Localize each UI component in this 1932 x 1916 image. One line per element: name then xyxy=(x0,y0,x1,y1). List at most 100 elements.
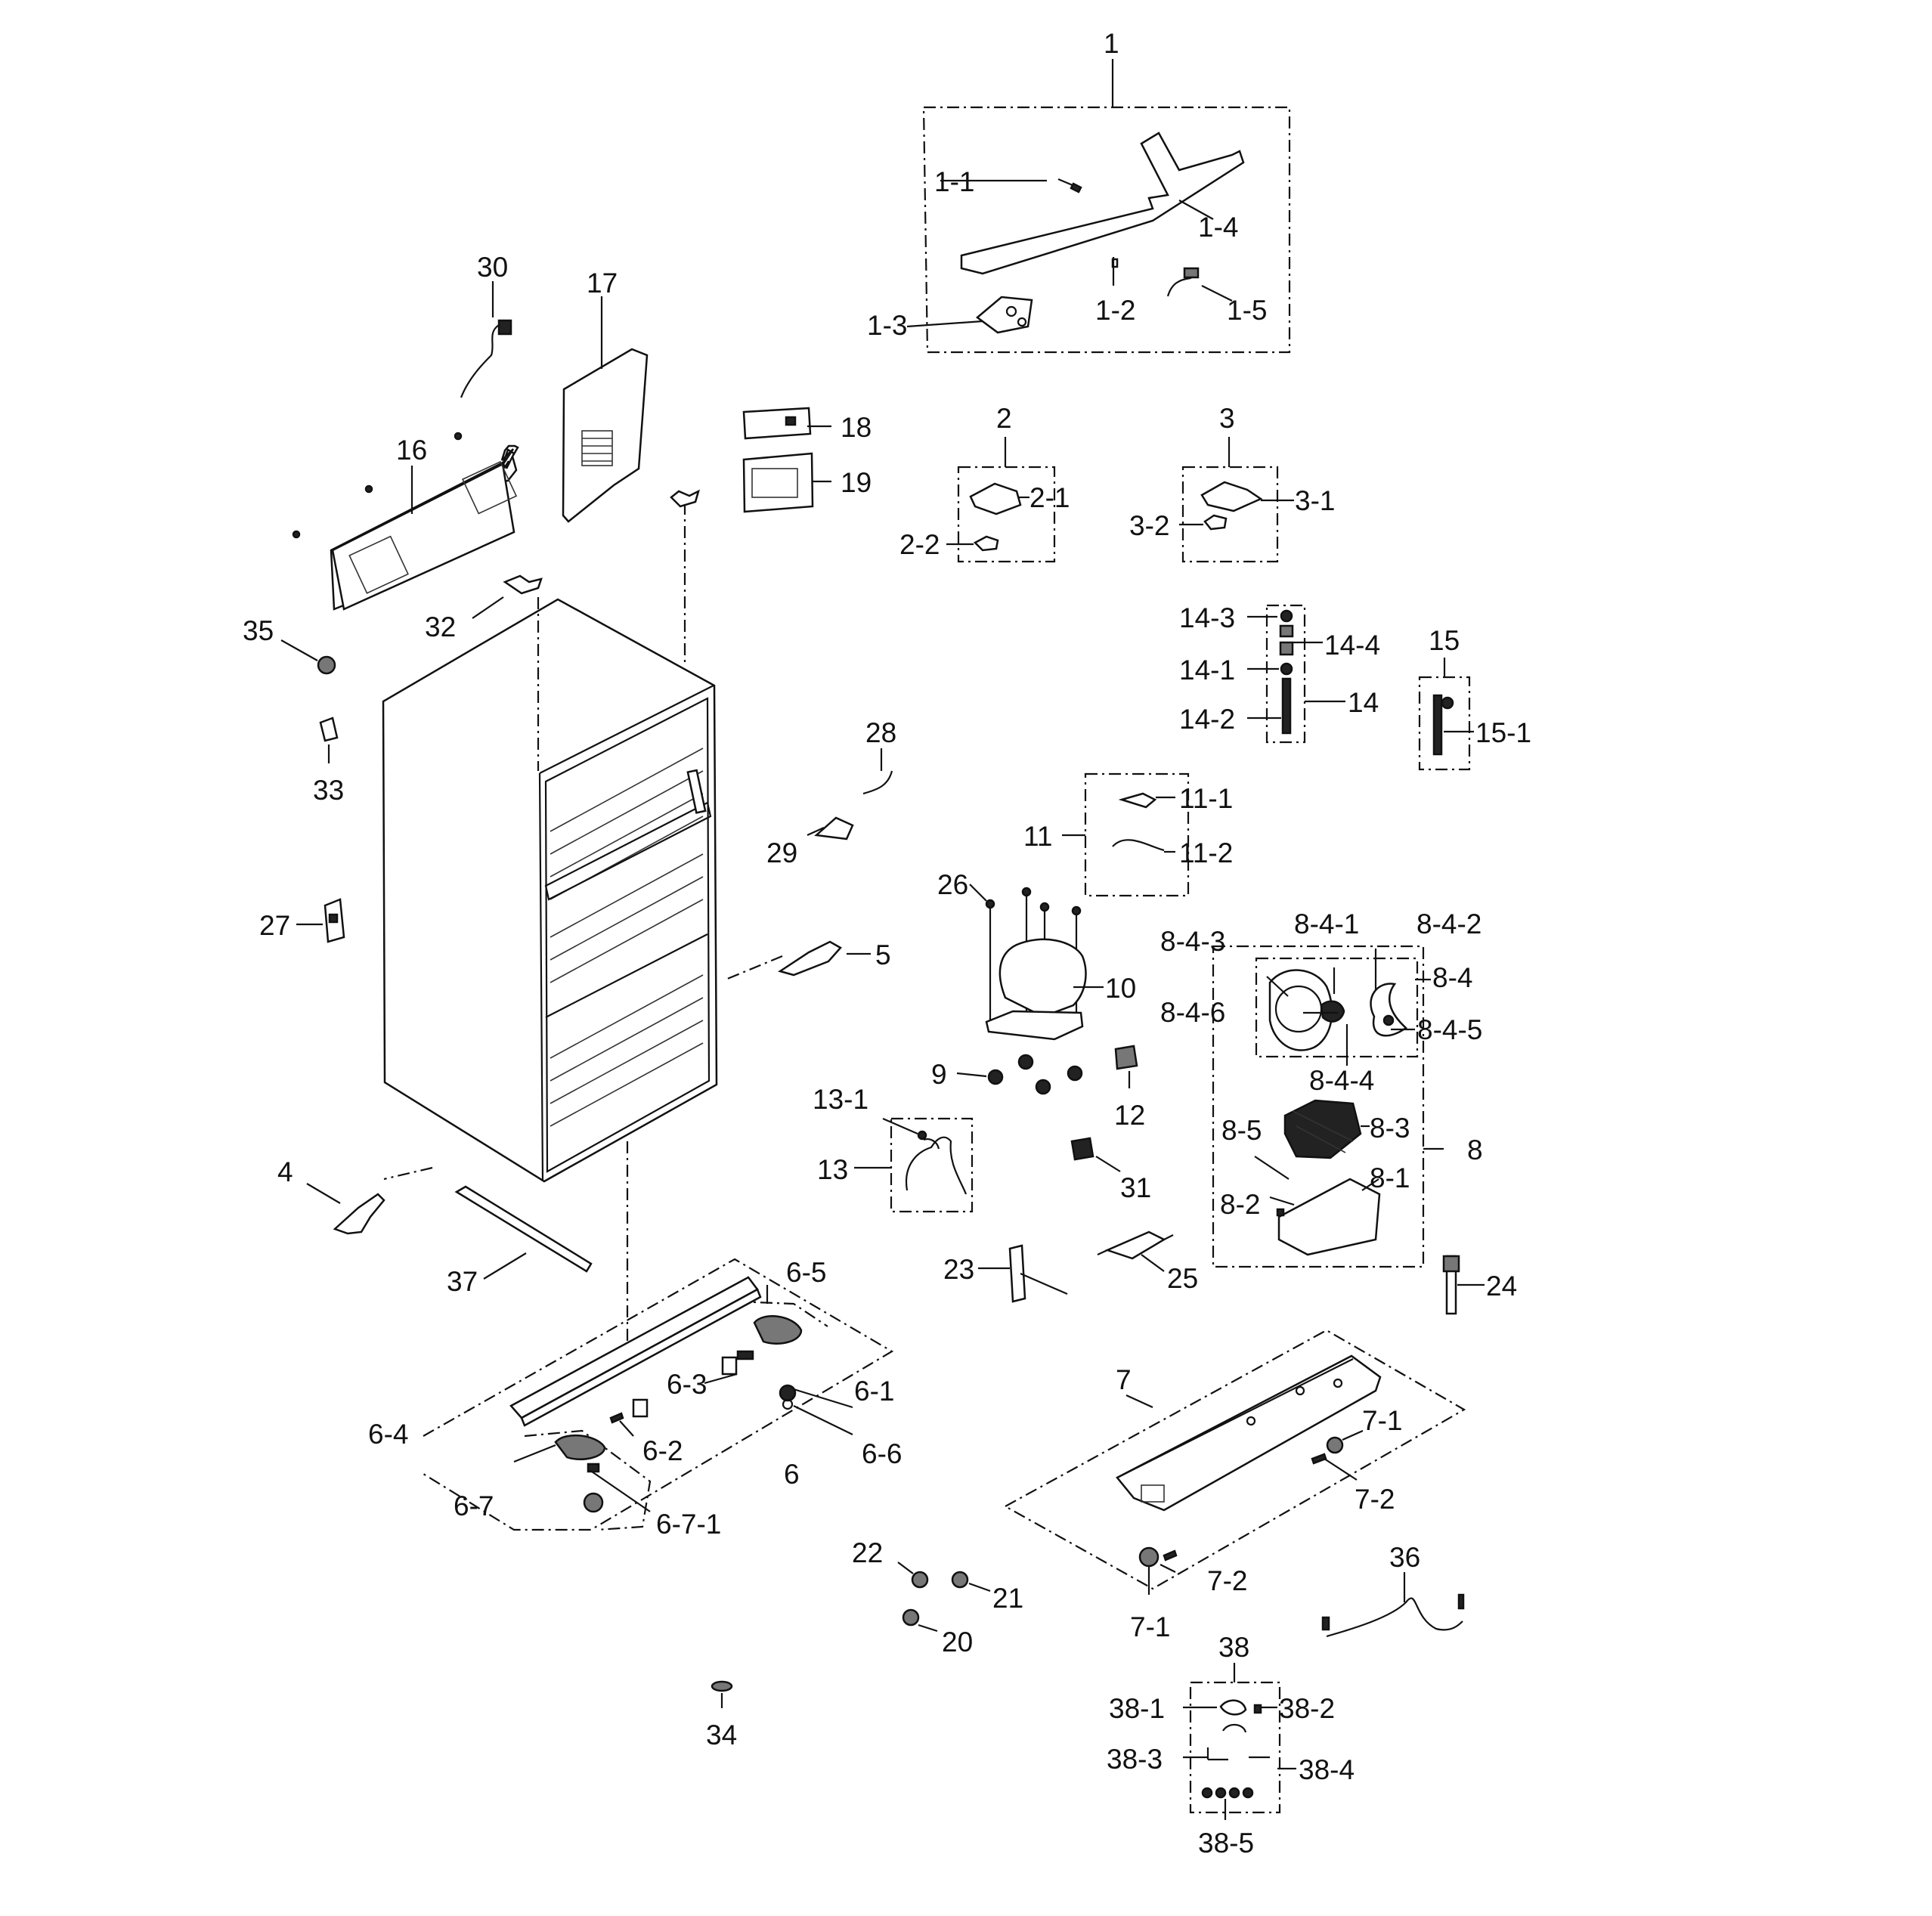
label-3: 3 xyxy=(1219,403,1235,434)
cover-strip-part-37 xyxy=(454,1185,593,1273)
filter-part-23 xyxy=(1008,1244,1026,1303)
label-8-4-2: 8-4-2 xyxy=(1416,908,1482,939)
hinge-part-32 xyxy=(503,574,543,595)
cap-part-35 xyxy=(317,655,336,675)
harness-part xyxy=(1112,839,1165,852)
pcb-part-18 xyxy=(742,407,812,440)
cap-part-22 xyxy=(911,1571,929,1589)
label-14-4: 14-4 xyxy=(1324,630,1380,661)
label-8-1: 8-1 xyxy=(1370,1162,1410,1193)
label-38-4: 38-4 xyxy=(1299,1754,1355,1785)
thermostat-part xyxy=(1118,792,1157,809)
hinge-part-4 xyxy=(333,1193,385,1235)
heater-part-25 xyxy=(1104,1230,1166,1260)
label-8-4-1: 8-4-1 xyxy=(1294,908,1359,939)
label-10: 10 xyxy=(1105,973,1136,1004)
bracket-part-29 xyxy=(814,816,854,840)
label-1: 1 xyxy=(1104,28,1119,59)
label-11: 11 xyxy=(1023,821,1052,852)
label-11-2: 11-2 xyxy=(1179,837,1233,868)
hinge-stopper-part xyxy=(973,535,999,552)
roller-part-6-5 xyxy=(753,1315,803,1345)
clip-part-33 xyxy=(319,717,339,742)
label-6-3: 6-3 xyxy=(667,1369,707,1400)
label-33: 33 xyxy=(313,775,344,806)
group-14: 14-3 14-4 14-1 14 14-2 xyxy=(1179,602,1380,744)
label-38-3: 38-3 xyxy=(1107,1744,1163,1775)
roller-part-6-7 xyxy=(554,1434,606,1460)
hinge-cap-part xyxy=(969,482,1022,515)
label-14: 14 xyxy=(1348,687,1379,718)
label-8-5: 8-5 xyxy=(1221,1115,1262,1146)
base-plate-part xyxy=(1116,1354,1382,1512)
label-6-7: 6-7 xyxy=(454,1490,494,1521)
pcb-part-19 xyxy=(742,452,814,513)
label-38-5: 38-5 xyxy=(1198,1828,1254,1859)
cap-part-21 xyxy=(951,1571,969,1589)
clip-part-38-1 xyxy=(1219,1699,1247,1716)
label-15: 15 xyxy=(1429,625,1460,656)
compressor-assembly: 26 10 9 12 xyxy=(931,869,1145,1131)
label-31: 31 xyxy=(1120,1172,1151,1203)
group-7: 7 7-1 7-2 7-2 7-1 xyxy=(1003,1329,1466,1642)
label-8-4-6: 8-4-6 xyxy=(1160,997,1225,1028)
group-2: 2 2-1 2-2 xyxy=(899,403,1070,563)
label-8-4: 8-4 xyxy=(1432,962,1472,993)
group-38: 38 38-1 38-2 38-3 38-4 38-5 xyxy=(1107,1632,1355,1859)
label-8-3: 8-3 xyxy=(1370,1113,1410,1144)
label-29: 29 xyxy=(766,837,797,868)
upper-left-parts: 30 17 16 18 19 xyxy=(292,252,872,611)
valve-part xyxy=(1432,694,1443,756)
compressor-part xyxy=(999,938,1087,1018)
label-35: 35 xyxy=(243,615,274,646)
pin-part-6-2 xyxy=(609,1412,624,1424)
label-16: 16 xyxy=(396,435,427,466)
group-3: 3 3-1 3-2 xyxy=(1129,403,1335,563)
fan-motor-part xyxy=(1283,1099,1362,1159)
label-6-4: 6-4 xyxy=(368,1419,408,1450)
label-15-1: 15-1 xyxy=(1475,717,1531,748)
cap-part-6-3 xyxy=(721,1356,738,1376)
label-1-5: 1-5 xyxy=(1227,295,1267,326)
label-18: 18 xyxy=(841,412,872,443)
refrigerator-cabinet xyxy=(382,503,783,1360)
label-4: 4 xyxy=(277,1156,293,1187)
label-6-6: 6-6 xyxy=(862,1438,902,1469)
group-1-top-hinge: 1 1-1 1-4 1-3 1-2 1-5 xyxy=(867,28,1291,354)
label-19: 19 xyxy=(841,467,872,498)
top-hinge-part xyxy=(960,132,1245,275)
label-38: 38 xyxy=(1218,1632,1249,1663)
label-34: 34 xyxy=(706,1719,737,1750)
label-6: 6 xyxy=(784,1459,800,1490)
label-3-1: 3-1 xyxy=(1295,485,1335,516)
label-7: 7 xyxy=(1116,1364,1132,1395)
hinge-part-5 xyxy=(778,940,842,977)
label-8-2: 8-2 xyxy=(1220,1189,1260,1220)
label-7-2a: 7-2 xyxy=(1355,1484,1395,1515)
label-36: 36 xyxy=(1389,1542,1420,1573)
label-23: 23 xyxy=(943,1254,974,1285)
group-15: 15 15-1 xyxy=(1418,625,1531,771)
label-13: 13 xyxy=(817,1154,848,1185)
label-30: 30 xyxy=(477,252,508,283)
connector-part-31 xyxy=(1070,1137,1094,1161)
label-14-1: 14-1 xyxy=(1179,655,1235,686)
group-8: 8-4-3 8-4-1 8-4-2 8-4 8-4-6 8-4-5 8-4-4 … xyxy=(1160,908,1483,1268)
label-2: 2 xyxy=(996,403,1012,434)
wheel-part-6-7-1 xyxy=(583,1492,604,1513)
group-13: 13-1 13 xyxy=(813,1084,974,1213)
label-21: 21 xyxy=(992,1583,1023,1614)
label-38-2: 38-2 xyxy=(1279,1693,1335,1724)
label-27: 27 xyxy=(259,910,290,941)
label-6-2: 6-2 xyxy=(642,1435,683,1466)
label-26: 26 xyxy=(937,869,968,900)
hinge-part-upper-right xyxy=(670,489,700,508)
roller-part-7-1 xyxy=(1326,1436,1344,1454)
power-cord-part xyxy=(460,323,508,398)
back-cover-part xyxy=(562,348,649,523)
label-22: 22 xyxy=(852,1537,883,1568)
bottom-small-parts: 22 21 20 34 36 xyxy=(706,1537,1465,1750)
label-2-1: 2-1 xyxy=(1029,482,1070,513)
label-1-2: 1-2 xyxy=(1095,295,1135,326)
